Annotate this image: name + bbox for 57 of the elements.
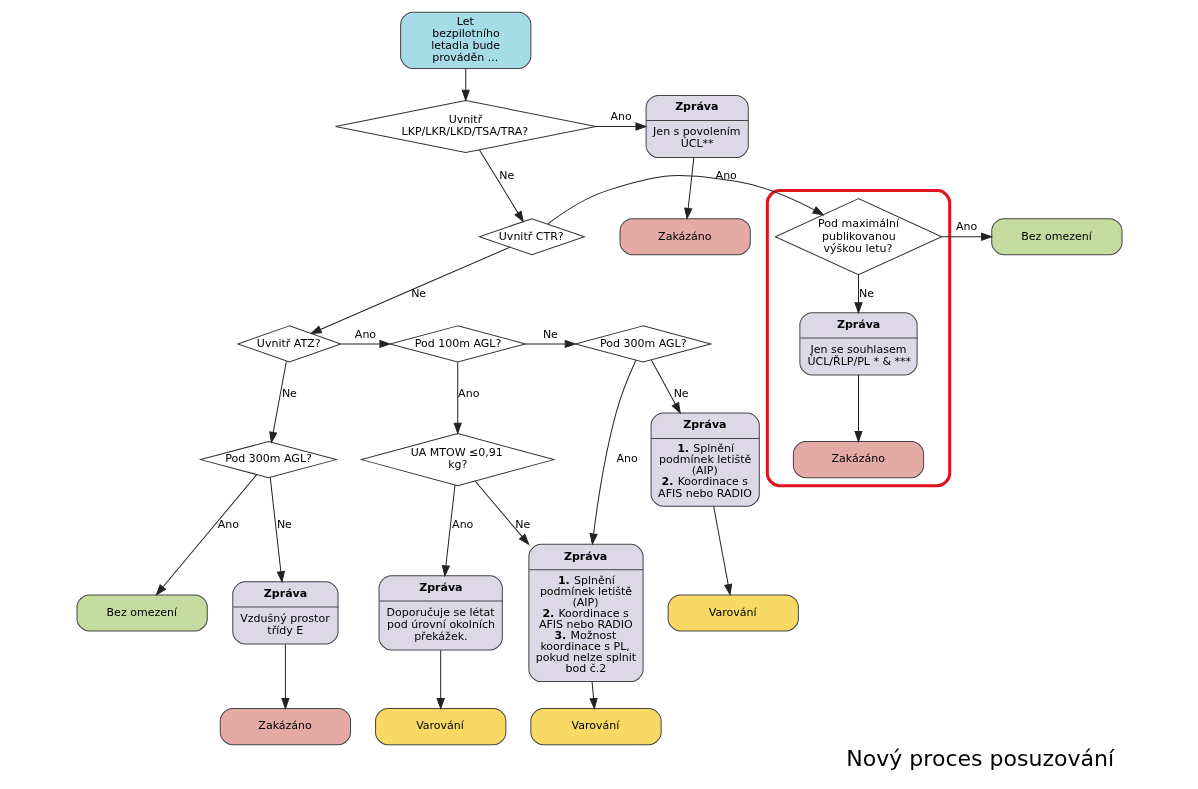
edge-label: Ne [498,169,514,183]
arrow [940,232,992,241]
arrow [683,157,694,219]
edge-label: Ne [673,386,689,400]
node-diamond: Pod 100m AGL? [389,325,526,363]
node-box: Zakázáno [792,441,924,479]
node-diamond: UA MTOW ≤0,91 kg? [360,433,554,487]
arrow [268,360,287,443]
arrow [589,359,636,545]
edge-label: Ne [858,286,874,300]
arrow [436,649,445,710]
arrow [546,174,824,225]
arrow [155,474,257,596]
edge-label: Ano [955,220,977,234]
node-box: Let bezpilotního letadla bude prováděn ... [399,11,531,69]
edge-label: Ano [354,327,376,341]
arrow [712,505,732,596]
arrow [474,480,529,545]
cluster [765,189,951,488]
edge-label: Ano [451,518,473,532]
arrow [441,484,455,577]
arrow [478,149,524,223]
edge-label: Ano [609,110,632,124]
node-box: Varování [667,594,799,632]
node-diamond: Pod maximální publikovanou výškou letu? [774,198,942,276]
node-box: Bez omezení [990,218,1122,256]
edge-label: Ne [542,327,558,341]
edge-label: Ano [217,518,239,532]
node-diamond: Uvnitř CTR? [478,218,585,256]
node-box: Varování [529,708,662,746]
arrow [589,681,598,709]
caption: Nový proces posuzování [845,746,1114,772]
node-box: Varování [374,708,506,746]
edge-label: Ne [281,386,297,400]
arrow [461,67,470,101]
edge-label: Ano [615,452,638,466]
edge-label: Ne [410,286,426,300]
node-box: Bez omezení [76,594,208,632]
edge-label: Ne [514,518,530,532]
node-diamond: Pod 300m AGL? [199,441,337,479]
arrow [310,246,510,334]
arrow [524,339,576,348]
node-box: Zakázáno [619,218,751,256]
edge-label: Ne [276,518,292,532]
node-box: Zakázáno [219,708,351,746]
edge-label: Ano [457,386,479,400]
node-diamond: Uvnitř LKP/LKR/LKD/TSA/TRA? [334,99,596,154]
arrow [453,361,462,434]
arrow [595,122,646,131]
edge-label: Ano [715,169,737,183]
arrow [650,359,681,414]
arrow [269,476,285,583]
arrow [854,374,862,442]
node-diamond: Pod 300m AGL? [574,325,711,363]
arrow [280,643,289,710]
arrow [854,274,862,314]
arrow [340,339,390,348]
